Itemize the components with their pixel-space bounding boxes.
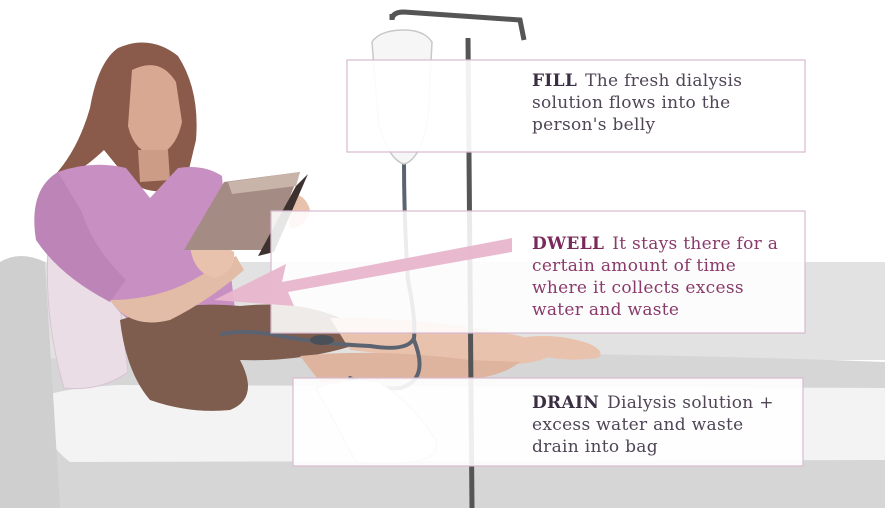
- neck: [138, 150, 170, 182]
- drain-heading: DRAIN: [532, 393, 599, 413]
- tube-connector: [310, 335, 334, 345]
- dwell-heading: DWELL: [532, 234, 604, 254]
- fill-heading: FILL: [532, 71, 577, 91]
